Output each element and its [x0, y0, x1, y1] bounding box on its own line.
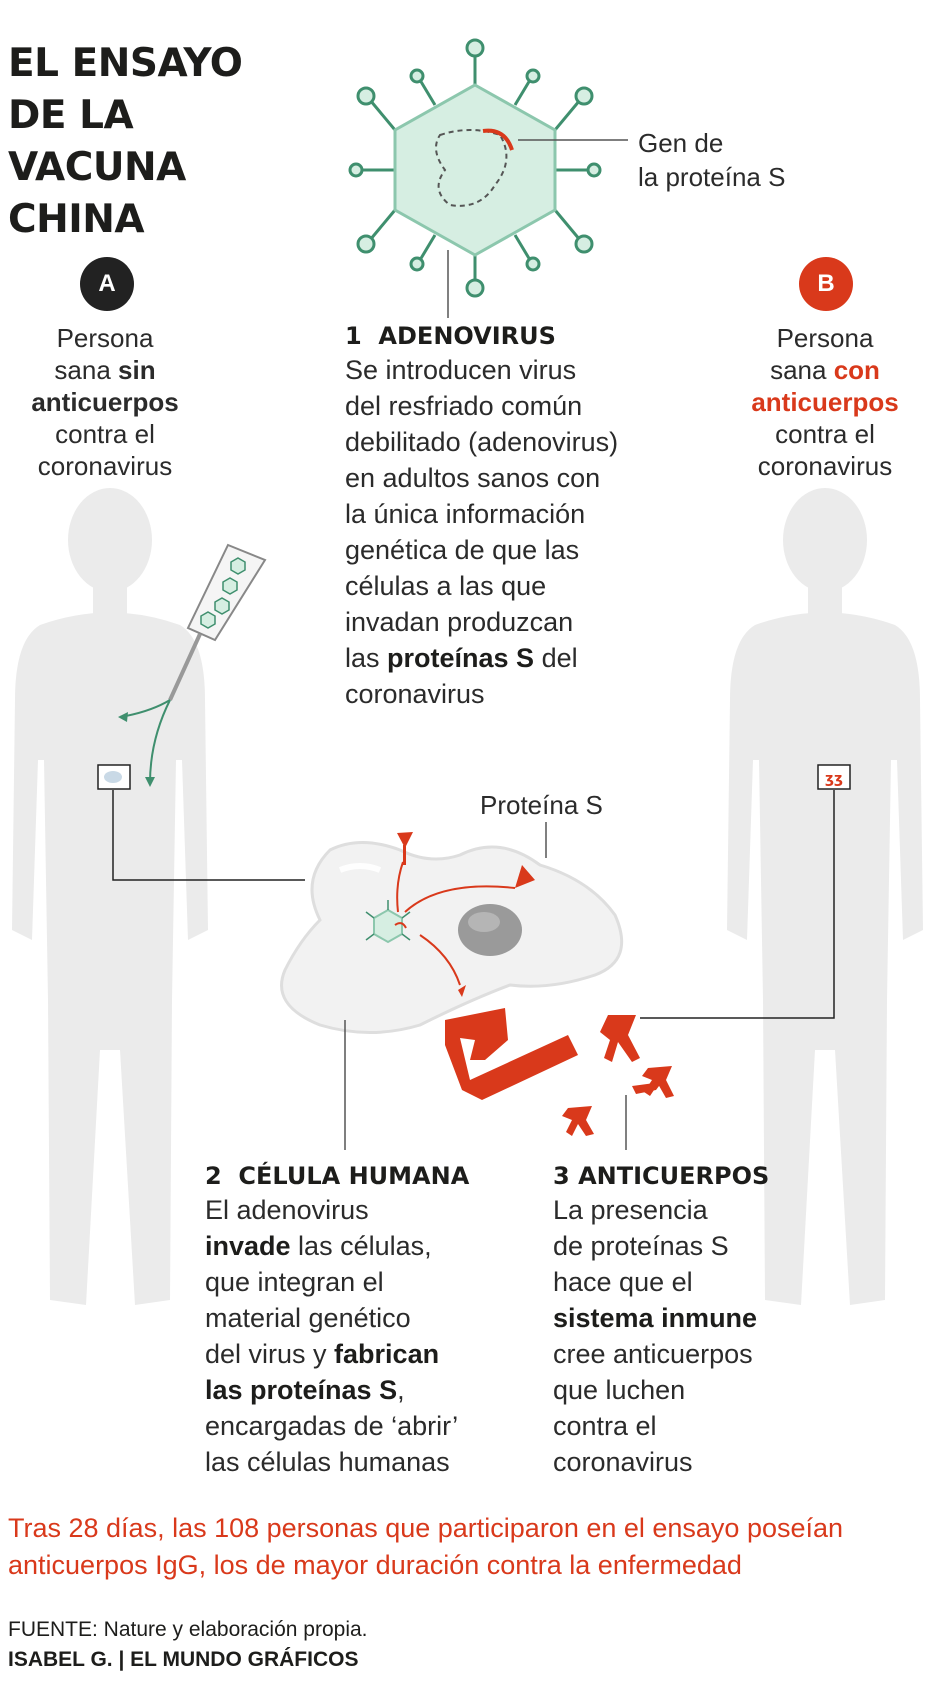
person-a-line2: sana sin [54, 355, 156, 385]
person-b-line3: anticuerpos [751, 387, 899, 417]
person-a-connector [112, 790, 305, 881]
person-a-line3: anticuerpos [31, 387, 179, 417]
step2-title: 2 CÉLULA HUMANA [205, 1162, 470, 1190]
step1-block: 1 ADENOVIRUS Se introducen virus del res… [345, 320, 675, 712]
gene-label: Gen de la proteína S [638, 126, 785, 194]
svg-text:ʒʒ: ʒʒ [825, 771, 843, 787]
source-text: FUENTE: Nature y elaboración propia. [8, 1618, 368, 1641]
step3-title: 3 ANTICUERPOS [553, 1162, 770, 1190]
antibody-icon [445, 1008, 674, 1136]
person-a-line1: Persona [56, 323, 154, 353]
step1-body: Se introducen virus del resfriado común … [345, 355, 619, 709]
protein-s-label: Proteína S [480, 790, 603, 820]
person-a-line4: contra el [55, 419, 155, 449]
syringe-icon [118, 543, 267, 787]
person-a-label: Persona sana sin anticuerpos contra el c… [15, 322, 195, 482]
credit-text: ISABEL G. | EL MUNDO GRÁFICOS [8, 1648, 359, 1671]
person-b-label: Persona sana con anticuerpos contra el c… [735, 322, 915, 482]
person-b-antibody-box [817, 764, 851, 790]
person-b-silhouette [727, 488, 923, 1305]
cell-icon [280, 841, 624, 1034]
gene-label-line1: Gen de [638, 128, 724, 158]
person-a-silhouette [12, 488, 208, 1305]
person-a-cell-mini [104, 771, 122, 783]
step2-block: 2 CÉLULA HUMANA El adenovirus invade las… [205, 1160, 505, 1480]
badge-b: B [799, 257, 853, 311]
step2-body: El adenovirus invade las células, que in… [205, 1195, 459, 1477]
step1-title: 1 ADENOVIRUS [345, 322, 556, 350]
badge-a: A [80, 257, 134, 311]
conclusion-text: Tras 28 días, las 108 personas que parti… [8, 1513, 844, 1580]
person-b-line2: sana con [770, 355, 880, 385]
person-b-line4: contra el [775, 419, 875, 449]
gene-label-line2: la proteína S [638, 162, 786, 192]
person-b-line5: coronavirus [757, 451, 893, 481]
spike-protein-icon [397, 832, 413, 848]
step3-block: 3 ANTICUERPOS La presencia de proteínas … [553, 1160, 853, 1480]
step3-body: La presencia de proteínas S hace que el … [553, 1195, 758, 1477]
person-b-line1: Persona [776, 323, 874, 353]
person-b-connector [640, 790, 835, 1019]
page-title: EL ENSAYO DE LA VACUNA CHINA [8, 41, 243, 242]
person-a-line5: coronavirus [37, 451, 173, 481]
virus-icon [348, 38, 602, 298]
